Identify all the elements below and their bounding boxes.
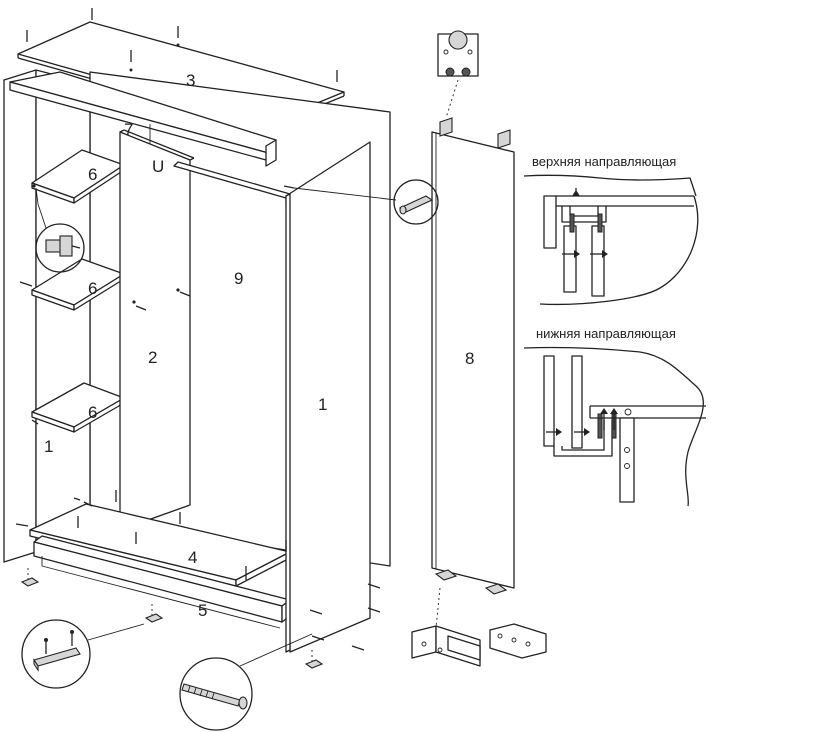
fasteners: [15, 184, 381, 651]
hanger-hook-label: U: [152, 157, 164, 176]
part-label-6-middle: 6: [88, 279, 97, 298]
door-roller-mechanism: [437, 30, 511, 149]
upper-rail-caption: верхняя направляющая: [532, 154, 676, 169]
plinth-5: [33, 535, 291, 629]
plinth-bracket-detail-callout: [21, 619, 145, 689]
lower-rail-caption: нижняя направляющая: [536, 326, 676, 341]
bottom-door-guides: [411, 569, 547, 667]
rod-holder-detail-callout: [293, 179, 439, 225]
left-side-panel-1: [3, 69, 91, 563]
part-label-6-low: 6: [88, 403, 97, 422]
part-label-7: 7: [124, 120, 133, 139]
part-label-1-right: 1: [318, 395, 327, 414]
part-label-8: 8: [465, 349, 474, 368]
right-side-panel-1: [285, 141, 371, 653]
part-label-5: 5: [198, 601, 207, 620]
lower-rail-cross-section: нижняя направляющая: [523, 326, 706, 507]
part-label-1-left: 1: [44, 437, 53, 456]
door-panel-8: [431, 131, 515, 589]
bottom-panel-4: [29, 503, 291, 587]
part-label-2: 2: [148, 348, 157, 367]
part-label-9: 9: [234, 269, 243, 288]
part-label-4: 4: [188, 548, 197, 567]
upper-rail-cross-section: верхняя направляющая: [523, 154, 699, 305]
shelf-6-middle: [31, 258, 125, 311]
front-rail-7: [9, 71, 277, 168]
part-label-6-top: 6: [88, 165, 97, 184]
cabinet-feet: [20, 568, 324, 669]
shelf-6-top: [31, 149, 125, 204]
part-label-3: 3: [186, 71, 195, 90]
middle-partition-2: [119, 129, 195, 531]
confirmat-screw-detail-callout: [179, 633, 313, 731]
dowel-detail-callout: [35, 187, 85, 273]
